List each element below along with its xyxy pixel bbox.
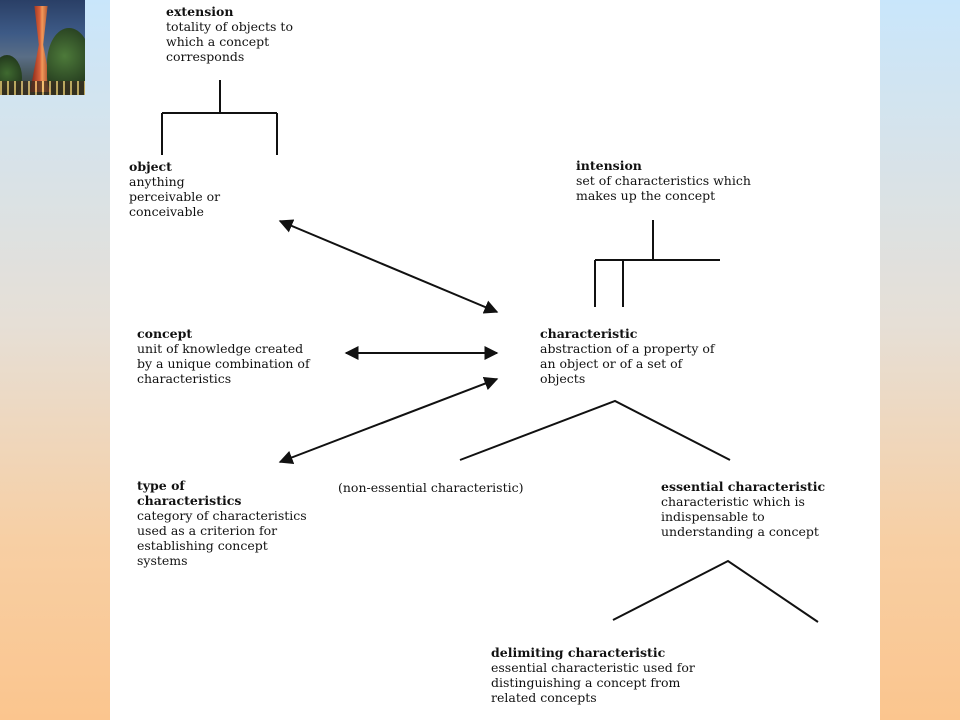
non-essential-label: (non-essential characteristic) — [338, 480, 524, 495]
arrow-object-characteristic — [278, 219, 499, 314]
extension-def-line-3: corresponds — [166, 49, 245, 64]
node-extension: extension totality of objects to which a… — [166, 4, 293, 64]
node-delimiting-characteristic: delimiting characteristic essential char… — [491, 645, 695, 705]
object-def-line-1: anything — [129, 174, 185, 189]
essential-characteristic-def-line-3: understanding a concept — [661, 524, 819, 539]
intension-def-line-2: makes up the concept — [576, 188, 716, 203]
characteristic-term: characteristic — [540, 326, 638, 341]
type-of-characteristics-term-line-2: characteristics — [137, 493, 242, 508]
concept-def-line-3: characteristics — [137, 371, 232, 386]
concept-term: concept — [137, 326, 193, 341]
essential-characteristic-term: essential characteristic — [661, 479, 826, 494]
delimiting-characteristic-def-line-2: distinguishing a concept from — [491, 675, 681, 690]
diagram-panel: extension totality of objects to which a… — [110, 0, 880, 720]
extension-def-line-1: totality of objects to — [166, 19, 293, 34]
node-type-of-characteristics: type of characteristics category of char… — [137, 478, 307, 568]
type-of-characteristics-def-line-4: systems — [137, 553, 188, 568]
object-def-line-2: perceivable or — [129, 189, 221, 204]
characteristic-def-line-3: objects — [540, 371, 586, 386]
type-of-characteristics-def-line-3: establishing concept — [137, 538, 268, 553]
diagram-connectors — [161, 80, 819, 623]
kobe-tower-photo — [0, 0, 85, 95]
concept-def-line-2: by a unique combination of — [137, 356, 310, 371]
hierarchy-characteristic — [459, 399, 731, 461]
node-non-essential-characteristic: (non-essential characteristic) — [338, 480, 524, 495]
object-def-line-3: conceivable — [129, 204, 204, 219]
delimiting-characteristic-term: delimiting characteristic — [491, 645, 666, 660]
node-characteristic: characteristic abstraction of a property… — [540, 326, 715, 386]
essential-characteristic-def-line-2: indispensable to — [661, 509, 765, 524]
arrow-characteristic-type — [278, 376, 499, 465]
type-of-characteristics-term-line-1: type of — [137, 478, 185, 493]
extension-def-line-2: which a concept — [166, 34, 270, 49]
characteristic-def-line-1: abstraction of a property of — [540, 341, 715, 356]
node-intension: intension set of characteristics which m… — [576, 158, 751, 203]
node-essential-characteristic: essential characteristic characteristic … — [661, 479, 825, 539]
delimiting-characteristic-def-line-3: related concepts — [491, 690, 597, 705]
node-object: object anything perceivable or conceivab… — [129, 159, 220, 219]
object-term: object — [129, 159, 172, 174]
delimiting-characteristic-def-line-1: essential characteristic used for — [491, 660, 695, 675]
intension-def-line-1: set of characteristics which — [576, 173, 751, 188]
photo-city-lights — [0, 81, 85, 95]
type-of-characteristics-def-line-2: used as a criterion for — [137, 523, 278, 538]
type-of-characteristics-def-line-1: category of characteristics — [137, 508, 307, 523]
characteristic-def-line-2: an object or of a set of — [540, 356, 683, 371]
extension-term: extension — [166, 4, 234, 19]
hierarchy-essential — [612, 559, 819, 623]
essential-characteristic-def-line-1: characteristic which is — [661, 494, 805, 509]
concept-def-line-1: unit of knowledge created — [137, 341, 304, 356]
intension-term: intension — [576, 158, 642, 173]
node-concept: concept unit of knowledge created by a u… — [137, 326, 310, 386]
